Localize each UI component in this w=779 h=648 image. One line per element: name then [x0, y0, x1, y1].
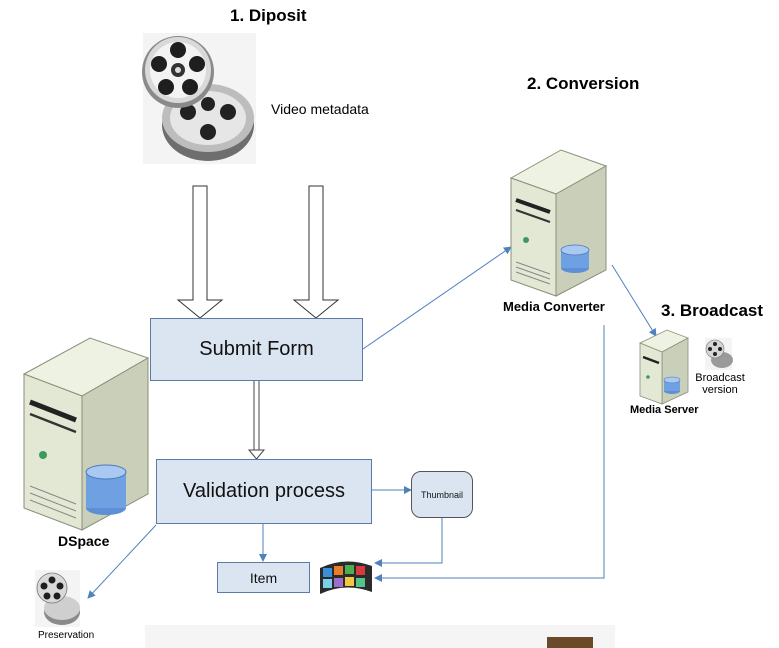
bottom-panel-thumb	[547, 637, 593, 648]
media-server-icon	[639, 329, 689, 405]
media-converter-label: Media Converter	[503, 299, 605, 314]
step-broadcast-title: 3. Broadcast	[661, 301, 764, 320]
item-box: Item	[217, 562, 310, 593]
deposit-arrow-right	[292, 185, 340, 319]
step-deposit-title: 1. Diposit	[230, 6, 307, 25]
validation-to-preservation-arrow	[87, 524, 157, 599]
broadcast-version-label: Broadcast version	[695, 372, 745, 396]
thumbnail-box: Thumbnail	[411, 471, 473, 518]
dspace-label: DSpace	[58, 533, 110, 549]
preservation-label: Preservation	[38, 630, 95, 641]
preservation-reel-icon	[35, 570, 80, 627]
film-reel-icon	[142, 33, 256, 164]
step-conversion-title: 2. Conversion	[527, 74, 640, 93]
deposit-arrow-left	[176, 185, 224, 319]
media-server-label: Media Server	[630, 404, 699, 416]
converter-to-item-arrow	[374, 325, 605, 582]
media-converter-server-icon	[509, 149, 608, 297]
filmstrip-image	[320, 561, 372, 594]
broadcast-reel-icon	[705, 338, 733, 370]
submit-to-validation-arrow	[247, 381, 266, 460]
bottom-panel	[145, 625, 615, 648]
thumbnail-to-item-arrow	[374, 518, 443, 567]
video-metadata-label: Video metadata	[271, 101, 369, 117]
validation-process-box: Validation process	[156, 459, 372, 524]
converter-to-server-arrow	[611, 264, 657, 337]
submit-form-box: Submit Form	[150, 318, 363, 381]
submit-to-converter-arrow	[362, 246, 512, 350]
dspace-server-icon	[22, 337, 150, 531]
